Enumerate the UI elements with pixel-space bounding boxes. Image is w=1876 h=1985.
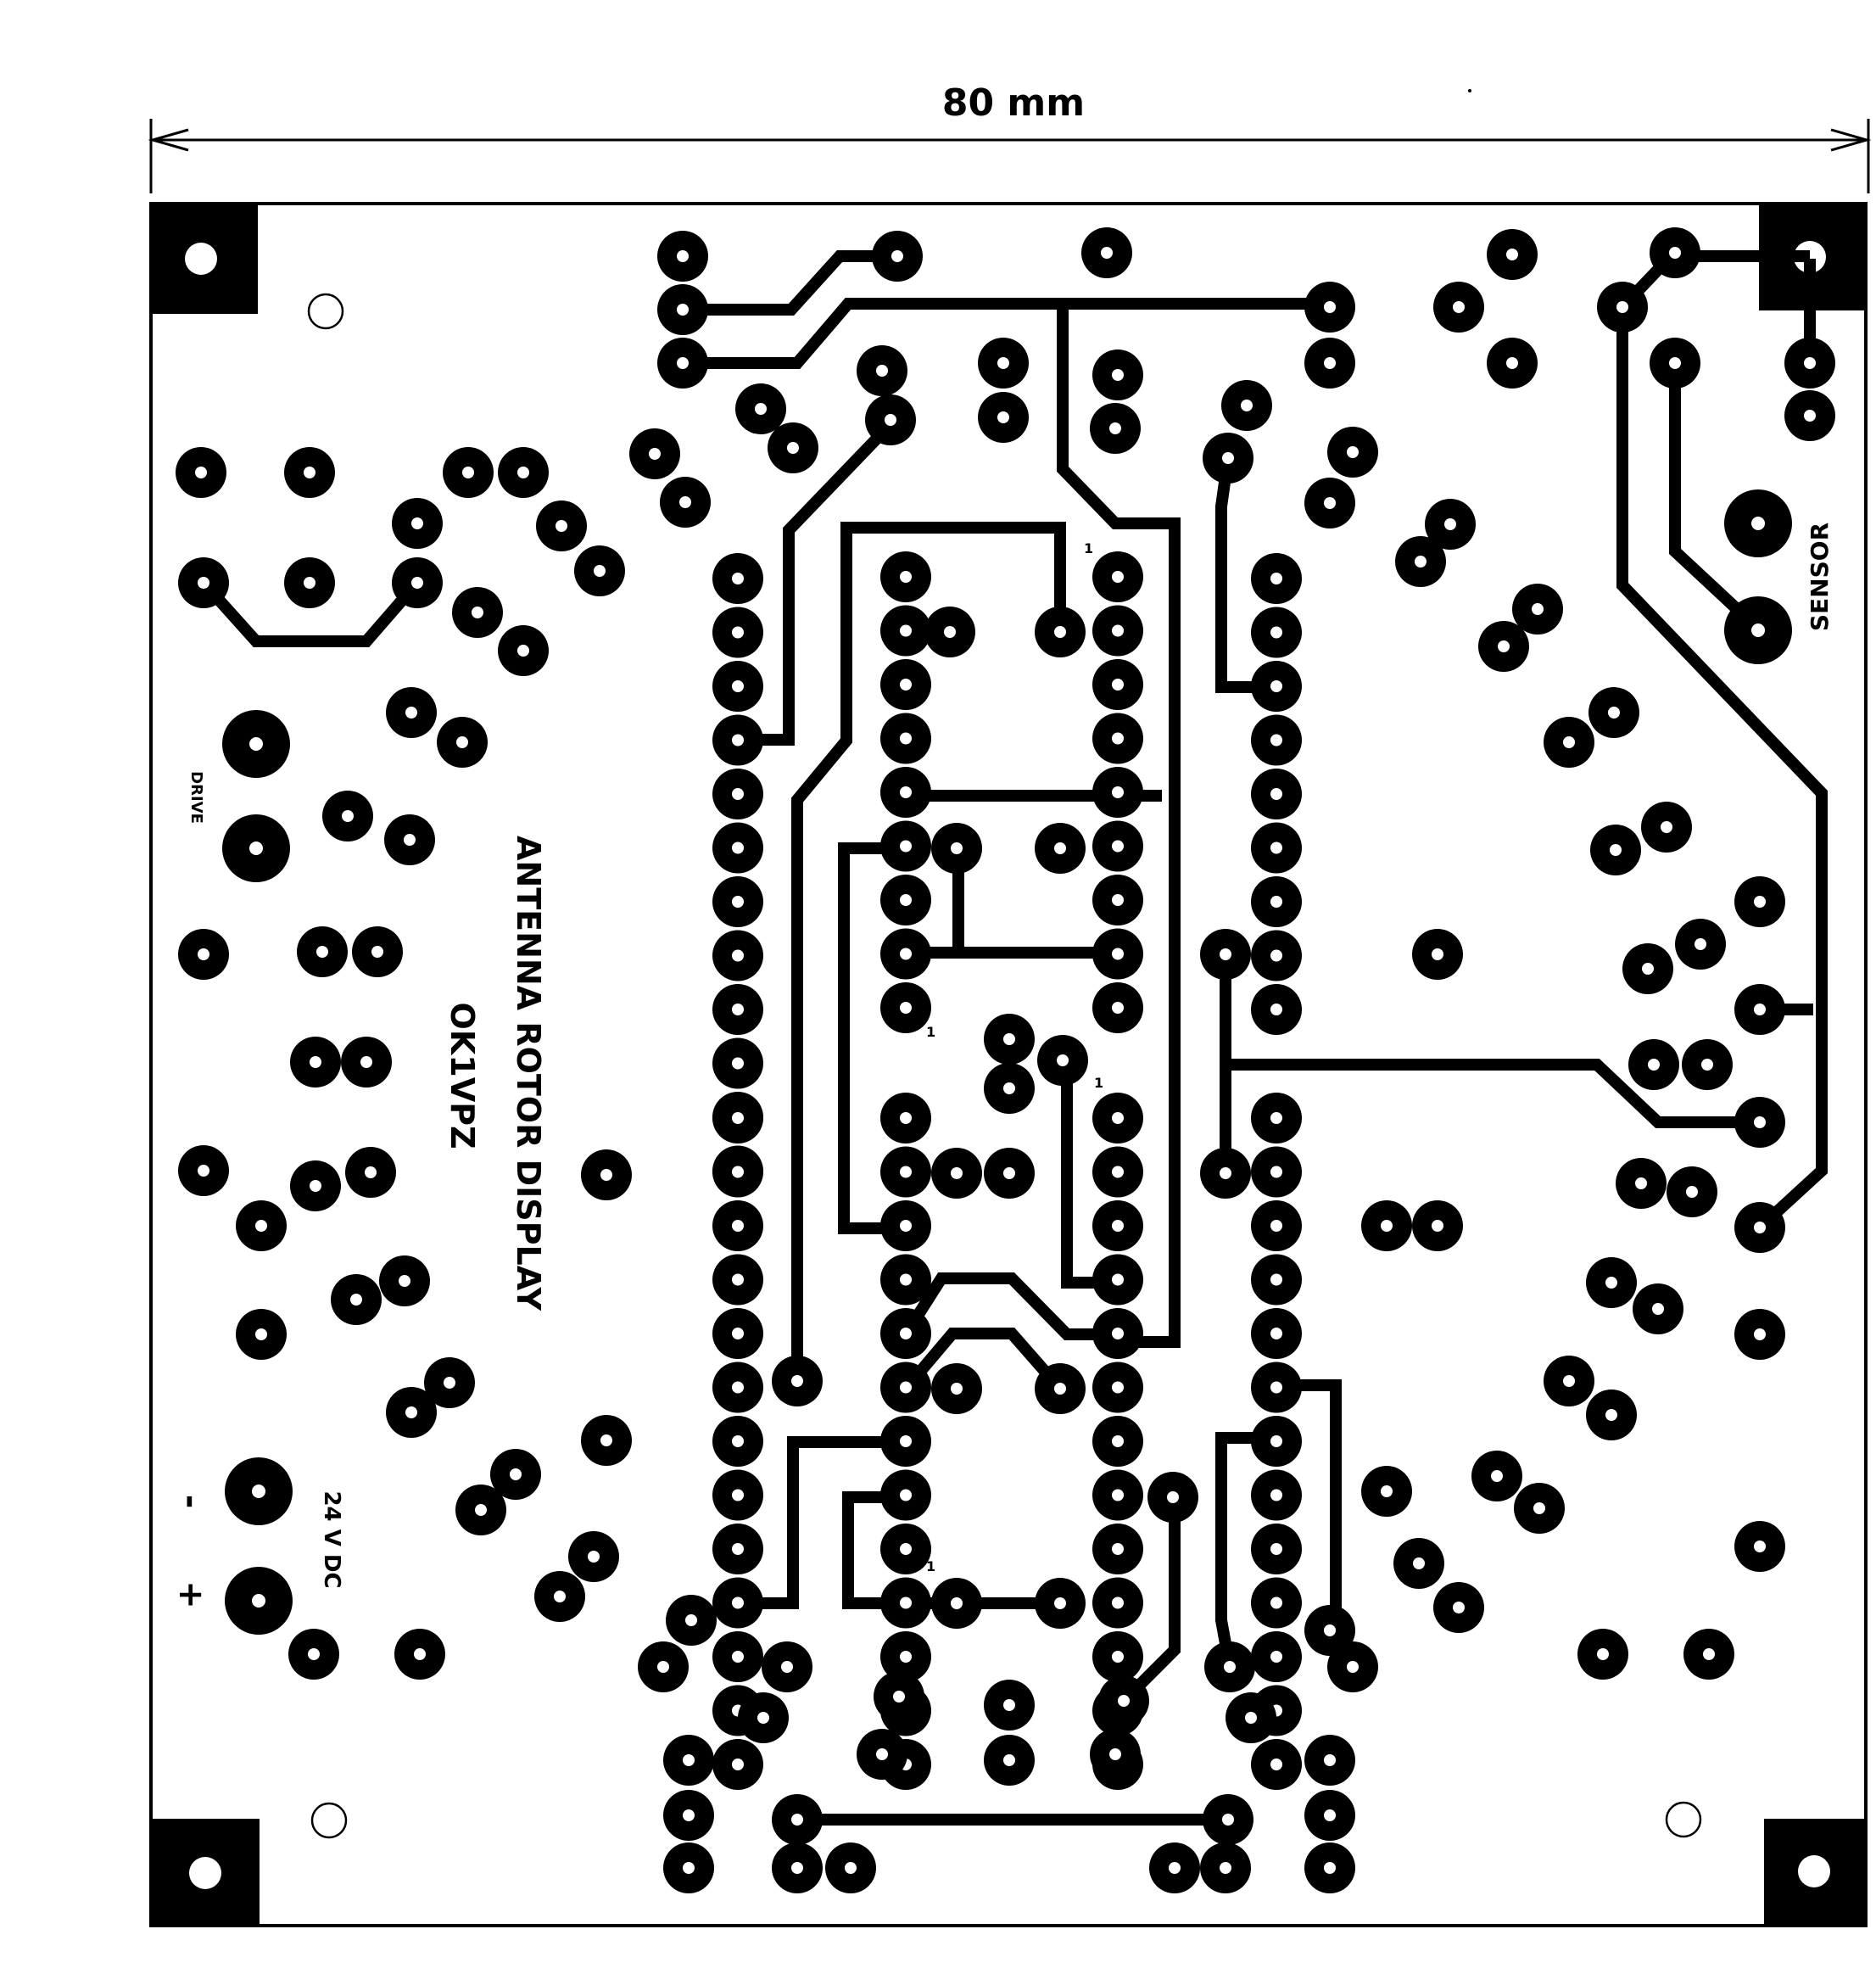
power-connector-label: 24 V DC [319,1490,344,1588]
pin1-marker: 1 [1084,540,1093,556]
dimension-line [148,119,1872,193]
sensor-connector-label: SENSOR [1806,523,1834,631]
board-title: ANTENNA ROTOR DISPLAY [510,836,547,1311]
pin1-marker: 1 [926,1024,935,1040]
board-callsign: OK1VPZ [444,1002,481,1149]
power-minus-label: - [171,1495,210,1509]
component-pads [176,227,1835,1893]
pin1-marker: 1 [1094,1075,1103,1091]
power-plus-label: + [171,1580,210,1609]
pin1-marker: 1 [926,1558,935,1574]
mounting-holes [307,293,1702,1839]
stray-mark [1468,89,1471,92]
drive-connector-label: DRIVE [187,771,205,824]
dimension-label: 80 mm [942,81,1085,125]
